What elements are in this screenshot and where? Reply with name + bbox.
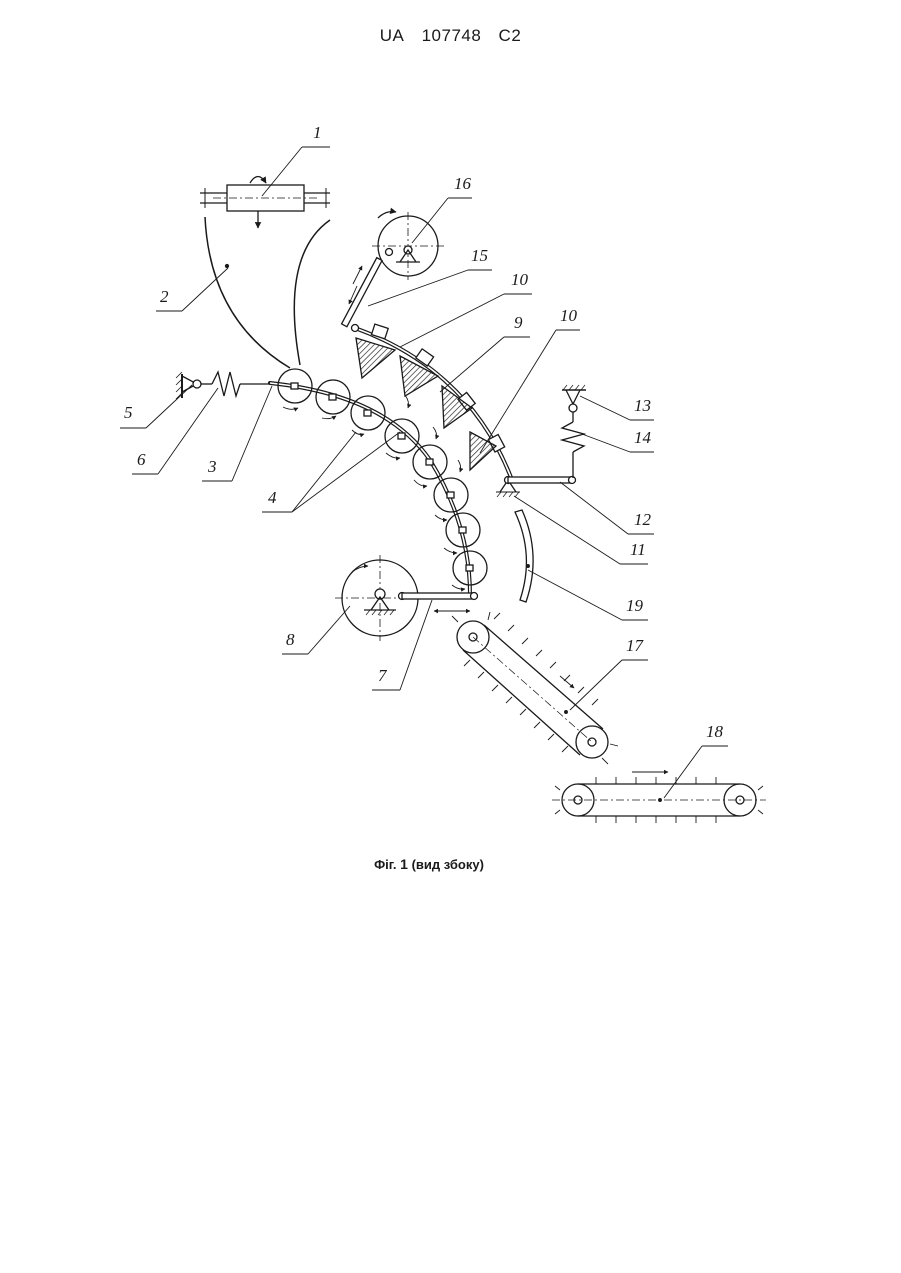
curved-guide <box>515 510 533 602</box>
knife-frame <box>355 324 512 480</box>
label-17: 17 <box>626 636 645 655</box>
label-14: 14 <box>634 428 652 447</box>
label-10a: 10 <box>511 270 529 289</box>
label-13: 13 <box>634 396 651 415</box>
label-3: 3 <box>207 457 217 476</box>
horizontal-conveyor <box>552 772 766 823</box>
spring-support-left <box>176 372 270 399</box>
label-9: 9 <box>514 313 523 332</box>
label-1: 1 <box>313 123 322 142</box>
reference-numerals: 1 2 3 4 5 6 7 8 9 10 10 11 12 13 14 15 1… <box>124 123 724 741</box>
label-11: 11 <box>630 540 646 559</box>
hinge-lever <box>496 477 576 498</box>
label-15: 15 <box>471 246 488 265</box>
lower-crank <box>335 555 478 641</box>
label-8: 8 <box>286 630 295 649</box>
label-2: 2 <box>160 287 169 306</box>
spring-support-right <box>562 385 586 478</box>
upper-crank <box>342 212 444 332</box>
figure-caption: Фіг. 1 (вид збоку) <box>0 856 858 872</box>
caption-suffix: (вид збоку) <box>412 857 484 872</box>
label-10b: 10 <box>560 306 578 325</box>
label-6: 6 <box>137 450 146 469</box>
label-19: 19 <box>626 596 644 615</box>
label-16: 16 <box>454 174 472 193</box>
caption-prefix: Фіг. <box>374 857 396 872</box>
caption-number: 1 <box>400 856 408 872</box>
label-7: 7 <box>378 666 388 685</box>
label-5: 5 <box>124 403 133 422</box>
label-12: 12 <box>634 510 652 529</box>
drive-unit <box>200 177 330 229</box>
label-18: 18 <box>706 722 724 741</box>
hopper <box>205 217 330 368</box>
label-4: 4 <box>268 488 277 507</box>
